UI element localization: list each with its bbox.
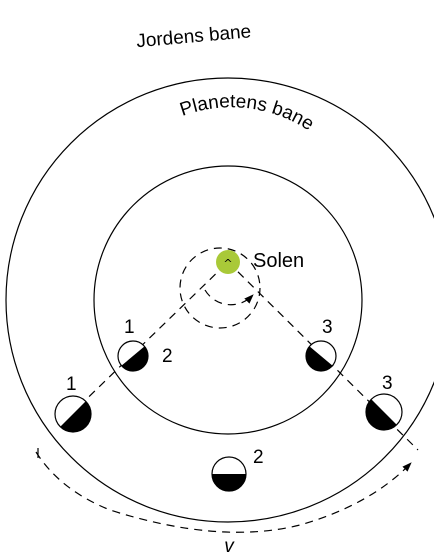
sun-center-mark: ^	[223, 257, 232, 270]
planet-position-3	[305, 340, 337, 372]
earth-orbit	[5, 77, 434, 523]
earth-1-number: 1	[66, 374, 77, 395]
sight-line-left	[68, 261, 229, 417]
earth-position-3	[365, 393, 403, 431]
planet-orbit	[93, 165, 363, 435]
planet-2-number: 2	[162, 346, 173, 367]
planet-1-number: 1	[124, 317, 135, 338]
earth-position-2	[211, 456, 247, 492]
planet-position-1	[117, 340, 149, 372]
earth-orbit-label: Jordens bane	[135, 21, 252, 52]
sun	[216, 250, 240, 274]
sun-dashed-circle	[179, 247, 261, 329]
earth-3-number: 3	[382, 373, 393, 394]
sun-label: Solen	[253, 250, 304, 272]
sun-angle-arc	[204, 289, 254, 306]
planet-3-number: 3	[322, 317, 333, 338]
angle-v-arc	[35, 451, 412, 533]
earth-2-number: 2	[253, 447, 264, 468]
earth-position-1	[54, 395, 92, 433]
angle-v-label: v	[224, 536, 235, 552]
planet-orbit-label: Planetens bane	[177, 91, 317, 135]
